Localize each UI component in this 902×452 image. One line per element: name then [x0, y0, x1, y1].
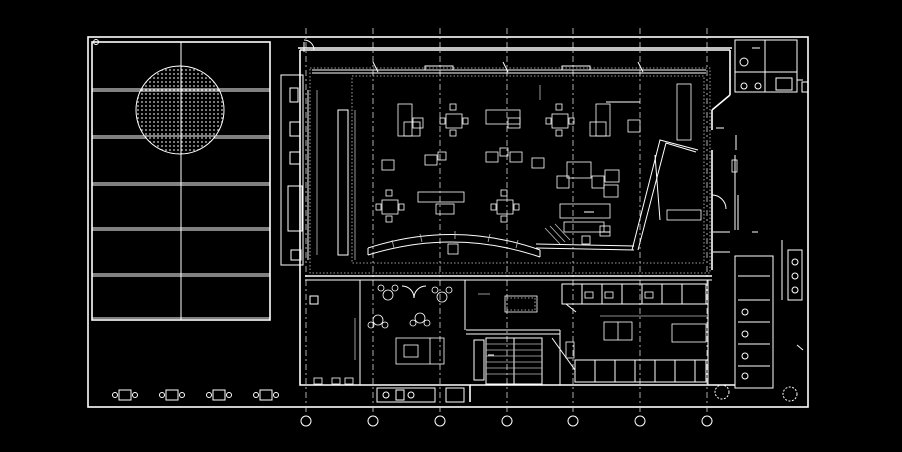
- display-wall: [280, 74, 318, 266]
- workstations: [561, 280, 709, 385]
- service-counter: [337, 109, 356, 260]
- vestibule: [734, 39, 809, 93]
- stair-core: [466, 295, 576, 385]
- drawing-frame: [87, 36, 809, 408]
- grid-axis-bubbles: [300, 415, 713, 427]
- annotation-marks: [478, 127, 758, 295]
- utility-strip: [376, 385, 471, 403]
- reception-curve: [367, 231, 541, 258]
- lounge-furniture: [375, 83, 702, 245]
- building-walls: [298, 47, 735, 402]
- main-hall: [309, 61, 711, 274]
- round-fountain: [135, 65, 225, 155]
- corridor: [711, 135, 739, 230]
- entry-door: [303, 39, 315, 52]
- plant-symbols: [714, 384, 798, 402]
- angled-partition: [535, 139, 699, 251]
- grid-axes: [305, 28, 708, 412]
- planter-row: [112, 389, 279, 401]
- meeting-room: [309, 280, 466, 385]
- restrooms: [713, 231, 804, 389]
